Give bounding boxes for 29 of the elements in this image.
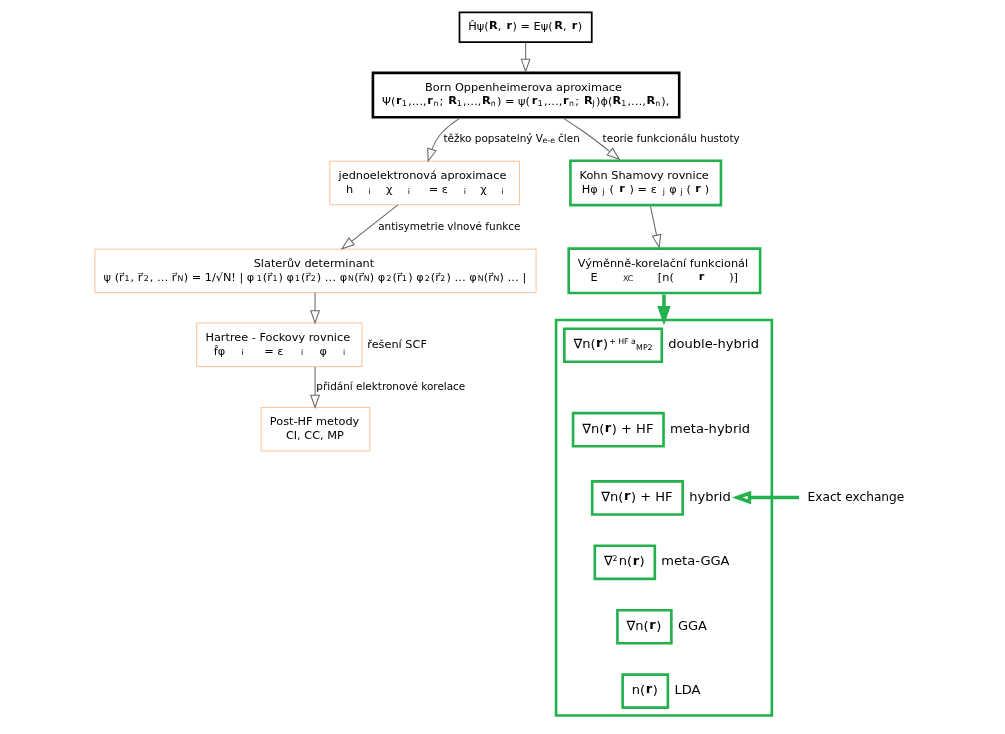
- node-label: double-hybrid: [667, 336, 759, 352]
- node-text: Exact exchange: [807, 490, 904, 505]
- arrow: [309, 366, 320, 409]
- arrow: [309, 292, 320, 325]
- edge-label: přidání elektronové korelace: [315, 380, 465, 393]
- node-label: GGA: [677, 617, 707, 633]
- cluster: [554, 318, 773, 717]
- arrow: [340, 204, 398, 250]
- node-box: ∇n(r) + HF: [590, 480, 684, 516]
- edge-label: těžko popsatelný Ve-e člen: [442, 132, 580, 145]
- node-label: řešení SCF: [366, 337, 427, 351]
- node-label: meta-hybrid: [669, 420, 750, 436]
- arrow: [649, 205, 661, 249]
- node-box: Ĥψ(R, r) = Eψ(R, r): [458, 11, 593, 43]
- arrow: [426, 118, 460, 163]
- arrow: [520, 42, 531, 74]
- edge-label: antisymetrie vlnové funkce: [377, 220, 520, 233]
- node-label: meta-GGA: [660, 553, 730, 569]
- node-box: ∇n(r): [615, 608, 673, 645]
- node-label: hybrid: [688, 489, 731, 504]
- arrow: [562, 118, 620, 161]
- arrow: [656, 294, 671, 326]
- node-box: Slaterův determinant ψ (r⃗1, r⃗2, … r⃗N) = 1/√N! | φ1(r⃗1) φ1(r⃗2) … φN(r⃗N) φ2(r⃗1) φ2(r⃗2) … φN(r⃗N) … |: [94, 248, 536, 294]
- edge-label: teorie funkcionálu hustoty: [602, 132, 740, 145]
- node-box: n(r): [620, 673, 669, 709]
- arrow: [731, 490, 799, 505]
- node-box: Post-HF metody CI, CC, MP: [260, 407, 370, 452]
- node-label: LDA: [673, 682, 700, 698]
- node-box: ∇n(r) + HF: [571, 411, 665, 448]
